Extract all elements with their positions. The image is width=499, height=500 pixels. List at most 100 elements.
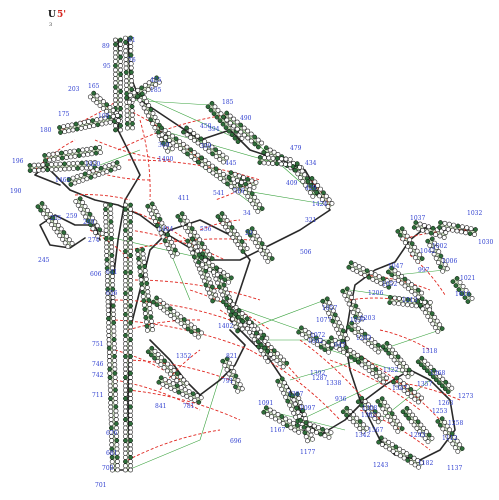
- position-label: 1400: [158, 156, 173, 163]
- nucleotide: [32, 168, 36, 172]
- nucleotide: [129, 455, 133, 459]
- nucleotide: [266, 161, 270, 165]
- nucleotide: [265, 249, 269, 253]
- nucleotide: [400, 427, 404, 431]
- position-label: 1392: [310, 370, 325, 377]
- nucleotide: [88, 212, 92, 216]
- nucleotide: [342, 350, 346, 354]
- nucleotide: [145, 281, 149, 285]
- nucleotide: [253, 230, 257, 234]
- position-label: 701: [95, 482, 106, 489]
- nucleotide: [104, 228, 108, 232]
- nucleotide: [92, 124, 96, 128]
- nucleotide: [45, 168, 49, 172]
- nucleotide: [144, 277, 148, 281]
- nucleotide: [378, 377, 382, 381]
- nucleotide: [282, 358, 286, 362]
- nucleotide: [200, 156, 204, 160]
- nucleotide: [210, 257, 214, 261]
- nucleotide: [123, 245, 127, 249]
- nucleotide: [390, 412, 394, 416]
- nucleotide: [204, 165, 208, 169]
- nucleotide: [110, 262, 114, 266]
- nucleotide: [376, 413, 380, 417]
- nucleotide: [159, 356, 163, 360]
- nucleotide: [217, 150, 221, 154]
- nucleotide: [123, 371, 127, 375]
- nucleotide: [115, 113, 119, 117]
- nucleotide: [468, 232, 472, 236]
- nucleotide: [85, 147, 89, 151]
- nucleotide: [248, 184, 252, 188]
- position-label: 841: [155, 403, 166, 410]
- nucleotide: [63, 130, 67, 134]
- nucleotide: [123, 203, 127, 207]
- nucleotide: [75, 127, 79, 131]
- position-label: 1357: [417, 381, 432, 388]
- nucleotide: [80, 166, 84, 170]
- nucleotide: [286, 399, 290, 403]
- nucleotide: [356, 353, 360, 357]
- nucleotide: [47, 153, 51, 157]
- nucleotide: [119, 94, 123, 98]
- nucleotide: [103, 165, 107, 169]
- nucleotide: [36, 163, 40, 167]
- nucleotide: [168, 372, 172, 376]
- nucleotide: [208, 268, 212, 272]
- nucleotide: [185, 126, 189, 130]
- nucleotide: [43, 159, 47, 163]
- nucleotide: [341, 289, 345, 293]
- nucleotide: [302, 425, 306, 429]
- nucleotide: [210, 285, 214, 289]
- nucleotide: [299, 418, 303, 422]
- nucleotide: [28, 169, 32, 173]
- nucleotide: [408, 238, 412, 242]
- nucleotide: [129, 388, 133, 392]
- nucleotide: [161, 382, 165, 386]
- nucleotide: [198, 238, 202, 242]
- nucleotide: [123, 279, 127, 283]
- nucleotide: [262, 161, 266, 165]
- nucleotide: [104, 216, 108, 220]
- nucleotide: [45, 209, 49, 213]
- nucleotide: [125, 105, 129, 109]
- nucleotide: [153, 349, 157, 353]
- nucleotide: [119, 89, 123, 93]
- nucleotide: [351, 311, 355, 315]
- nucleotide: [403, 241, 407, 245]
- nucleotide: [319, 187, 323, 191]
- nucleotide: [253, 135, 257, 139]
- nucleotide: [283, 162, 287, 166]
- nucleotide: [363, 273, 367, 277]
- nucleotide: [52, 157, 56, 161]
- nucleotide: [427, 225, 431, 229]
- nucleotide: [166, 362, 170, 366]
- nucleotide: [63, 167, 67, 171]
- nucleotide: [129, 413, 133, 417]
- nucleotide: [131, 98, 135, 102]
- nucleotide: [410, 242, 414, 246]
- nucleotide: [113, 85, 117, 89]
- nucleotide: [292, 398, 296, 402]
- nucleotide: [279, 162, 283, 166]
- nucleotide: [190, 227, 194, 231]
- nucleotide: [76, 203, 80, 207]
- nucleotide: [195, 394, 199, 398]
- nucleotide: [129, 380, 133, 384]
- nucleotide: [81, 200, 85, 204]
- nucleotide: [194, 245, 198, 249]
- nucleotide: [105, 249, 109, 253]
- nucleotide: [124, 66, 128, 70]
- position-label: 1137: [447, 465, 462, 472]
- nucleotide: [87, 124, 91, 128]
- nucleotide: [330, 201, 334, 205]
- nucleotide: [185, 381, 189, 385]
- nucleotide: [397, 302, 401, 306]
- nucleotide: [64, 150, 68, 154]
- nucleotide: [109, 216, 113, 220]
- nucleotide: [345, 337, 349, 341]
- nucleotide: [146, 350, 150, 354]
- nucleotide: [253, 195, 257, 199]
- nucleotide: [360, 363, 364, 367]
- nucleotide: [303, 431, 307, 435]
